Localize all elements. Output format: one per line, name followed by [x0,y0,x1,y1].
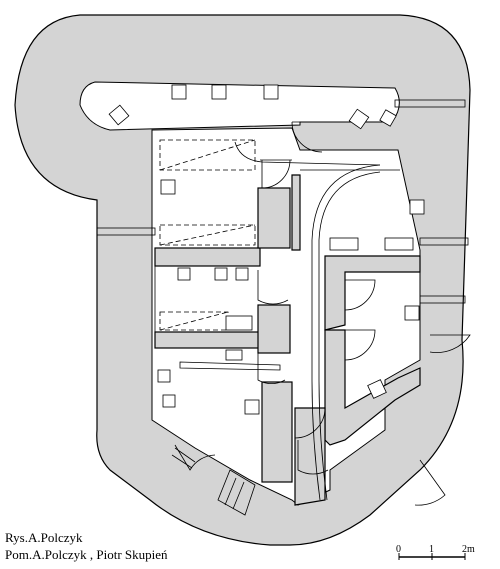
vent-right-lower [419,295,466,304]
chair [244,399,260,415]
vent-right [419,237,469,246]
chair [108,104,130,126]
duct-curve-main [311,164,381,501]
door-swing [291,121,323,153]
door-swing [429,334,471,353]
top-corridor [79,81,400,131]
survey-credit: Pom.A.Polczyk , Piotr Skupień [5,547,168,562]
duct-curve-inner [318,171,381,501]
bunk-dashed-diag-3 [159,311,229,331]
scale-bar: 0 1 2m [396,544,475,560]
chair [157,369,171,383]
wall-pier-mid [257,304,291,354]
scale-label-0: 0 [396,544,401,555]
duct-lower [179,361,281,371]
door-swing [297,440,329,475]
furniture [108,84,425,415]
emergency-exit [171,447,196,469]
scale-label-1: 1 [429,544,434,555]
door-swing [344,329,376,361]
chair [160,179,176,195]
table [225,315,253,331]
scale-label-2: 2m [462,544,475,555]
table [329,237,359,251]
chair [171,84,187,100]
bunk-dashed-diag-1 [159,139,256,171]
bunk-dashed-3 [159,311,229,331]
table [384,237,414,251]
chair [409,199,425,215]
doors [174,121,471,506]
door-swing [174,444,216,471]
wall-right-diagonal [324,329,421,446]
bunk-dashed-2 [159,224,256,246]
entrance-passage [217,469,256,516]
wall-pier-upper [257,187,291,249]
chair [211,84,227,100]
chair [214,267,228,281]
chair [162,394,176,408]
chair [404,305,420,321]
bunk-dashed-1 [159,139,256,171]
door-swing [294,407,326,439]
vent-top-right [394,99,466,108]
wall-pier-lower [261,381,293,483]
chair [263,84,279,100]
wall-room-divider-1 [154,247,261,267]
door-swing [257,270,289,305]
chair [177,267,191,281]
wall-room-divider-2 [154,331,261,349]
openings [96,99,469,516]
table [225,349,243,361]
drawing-credit: Rys.A.Polczyk [5,530,83,545]
vent-left [96,227,156,236]
wall-central-spine [291,174,301,251]
chair [235,267,249,281]
chair [348,108,370,130]
door-swing [344,279,376,311]
door-swing [261,159,291,189]
bunk-dashed-diag-2 [159,224,256,246]
chair [379,109,397,127]
wall-lower-corridor [294,407,326,506]
door-swing [414,459,446,506]
door-swing [257,353,286,384]
chair [367,379,387,399]
